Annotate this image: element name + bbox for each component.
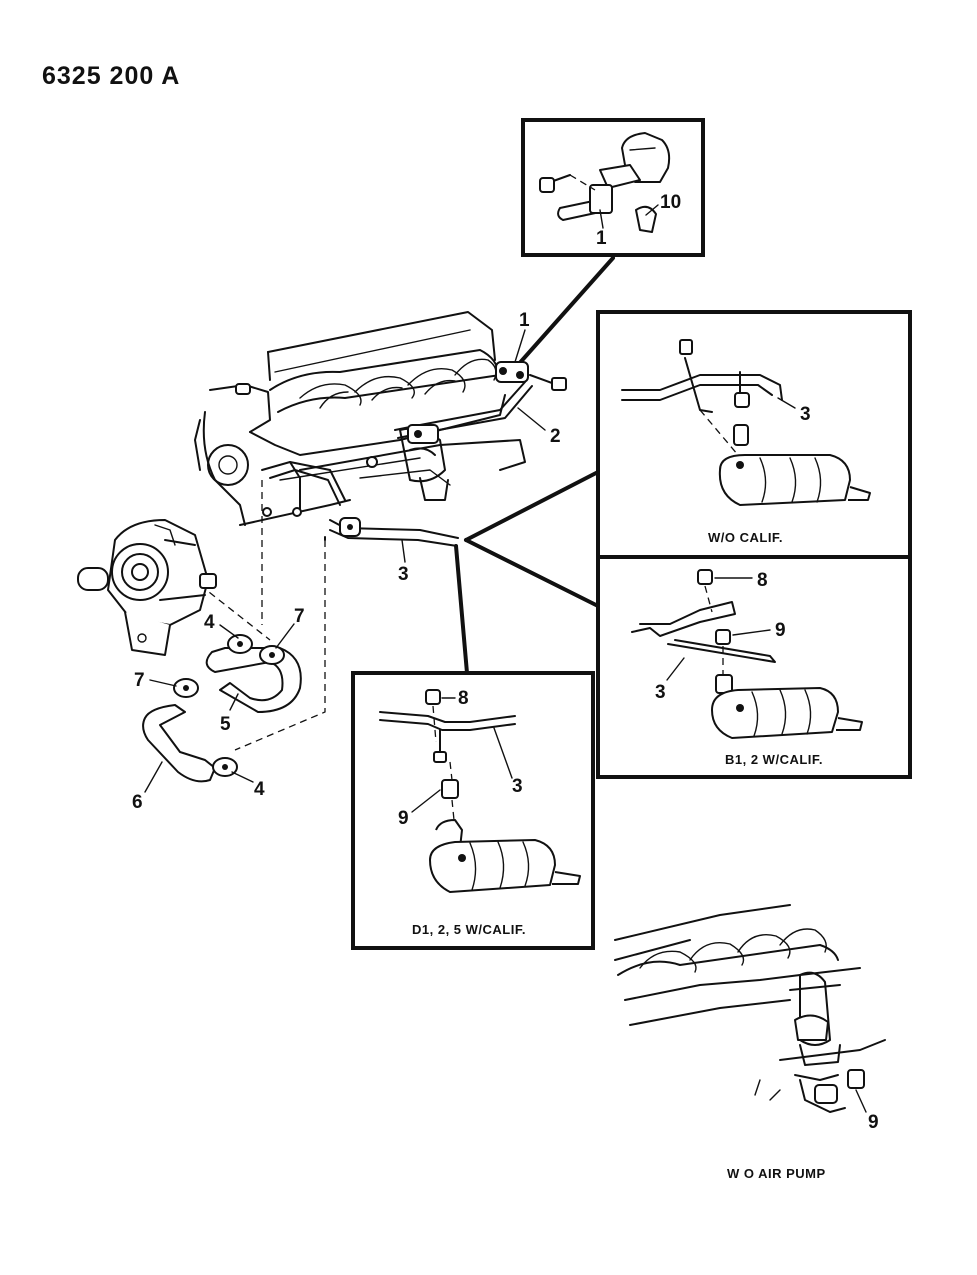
caption-d125-calif: D1, 2, 5 W/CALIF. bbox=[412, 922, 526, 937]
callout-inset-1: 1 bbox=[596, 228, 607, 249]
callout-main-6: 6 bbox=[132, 792, 143, 813]
callout-main-4a: 4 bbox=[204, 612, 215, 633]
callout-inset-10: 10 bbox=[660, 192, 681, 213]
callout-noair-9: 9 bbox=[868, 1112, 879, 1133]
callout-main-5: 5 bbox=[220, 714, 231, 735]
box-b12-calif bbox=[596, 555, 912, 779]
hose-5 bbox=[205, 647, 302, 713]
box-d125-calif bbox=[351, 671, 595, 950]
caption-b12-calif: B1, 2 W/CALIF. bbox=[725, 752, 823, 767]
engine-block-illustration bbox=[194, 311, 567, 547]
callout-b12-9: 9 bbox=[775, 620, 786, 641]
assembly-guide-lines bbox=[199, 480, 326, 751]
callout-b12-3: 3 bbox=[655, 682, 666, 703]
main-callout-leaders bbox=[144, 329, 546, 793]
callout-d125-3: 3 bbox=[512, 776, 523, 797]
callout-main-3: 3 bbox=[398, 564, 409, 585]
air-pump-illustration bbox=[77, 519, 217, 656]
no-air-pump-illustration bbox=[614, 904, 886, 1113]
caption-wo-calif: W/O CALIF. bbox=[708, 530, 783, 545]
box-wo-calif bbox=[596, 310, 912, 559]
callout-woc-3: 3 bbox=[800, 404, 811, 425]
box-leader-lines bbox=[454, 256, 615, 675]
callout-d125-8: 8 bbox=[458, 688, 469, 709]
inset-valve-detail bbox=[521, 118, 705, 257]
callout-b12-8: 8 bbox=[757, 570, 768, 591]
caption-wo-air-pump: W O AIR PUMP bbox=[727, 1166, 826, 1181]
callout-main-4b: 4 bbox=[254, 779, 265, 800]
callout-main-7b: 7 bbox=[294, 606, 305, 627]
callout-main-2: 2 bbox=[550, 426, 561, 447]
callout-main-1: 1 bbox=[519, 310, 530, 331]
hose-6 bbox=[142, 704, 216, 783]
diagram-code: 6325 200 A bbox=[42, 62, 180, 90]
callout-d125-9: 9 bbox=[398, 808, 409, 829]
callout-main-7a: 7 bbox=[134, 670, 145, 691]
hose-clamps bbox=[173, 634, 285, 777]
